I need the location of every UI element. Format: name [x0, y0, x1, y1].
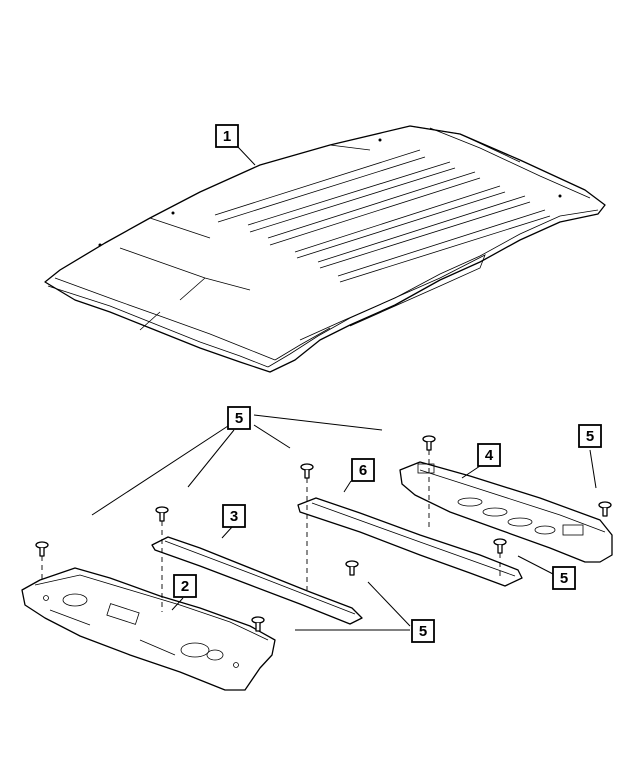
roof-bow-rear	[297, 497, 523, 587]
push-pin-1	[35, 541, 49, 557]
push-pin-7	[251, 616, 265, 632]
callout-5-right-bottom: 5	[552, 566, 576, 590]
callout-5-top: 5	[227, 406, 251, 430]
push-pin-6	[493, 538, 507, 554]
leader-lines	[91, 146, 597, 631]
push-pin-2	[155, 506, 169, 522]
roof-panel	[44, 125, 606, 373]
svg-text:5: 5	[235, 410, 243, 427]
roof-bow-front	[151, 536, 363, 625]
push-pin-8	[598, 501, 612, 517]
callout-5-right-top: 5	[578, 424, 602, 448]
callout-6: 6	[351, 458, 375, 482]
push-pin-4	[422, 435, 436, 451]
callout-4: 4	[477, 443, 501, 467]
svg-text:5: 5	[560, 570, 568, 587]
svg-text:4: 4	[485, 447, 494, 464]
svg-text:1: 1	[223, 128, 231, 145]
callout-5-bottom: 5	[411, 619, 435, 643]
svg-text:5: 5	[586, 428, 594, 445]
svg-text:5: 5	[419, 623, 427, 640]
svg-text:2: 2	[181, 578, 189, 595]
alignment-lines	[41, 450, 501, 612]
callout-1: 1	[215, 124, 239, 148]
push-pin-fasteners	[35, 435, 612, 632]
rear-header-panel	[399, 461, 613, 563]
callout-3: 3	[222, 504, 246, 528]
push-pin-5	[345, 560, 359, 576]
callout-2: 2	[173, 574, 197, 598]
svg-text:6: 6	[359, 462, 367, 479]
svg-text:3: 3	[230, 508, 238, 525]
push-pin-3	[300, 463, 314, 479]
front-header-panel	[21, 567, 276, 691]
